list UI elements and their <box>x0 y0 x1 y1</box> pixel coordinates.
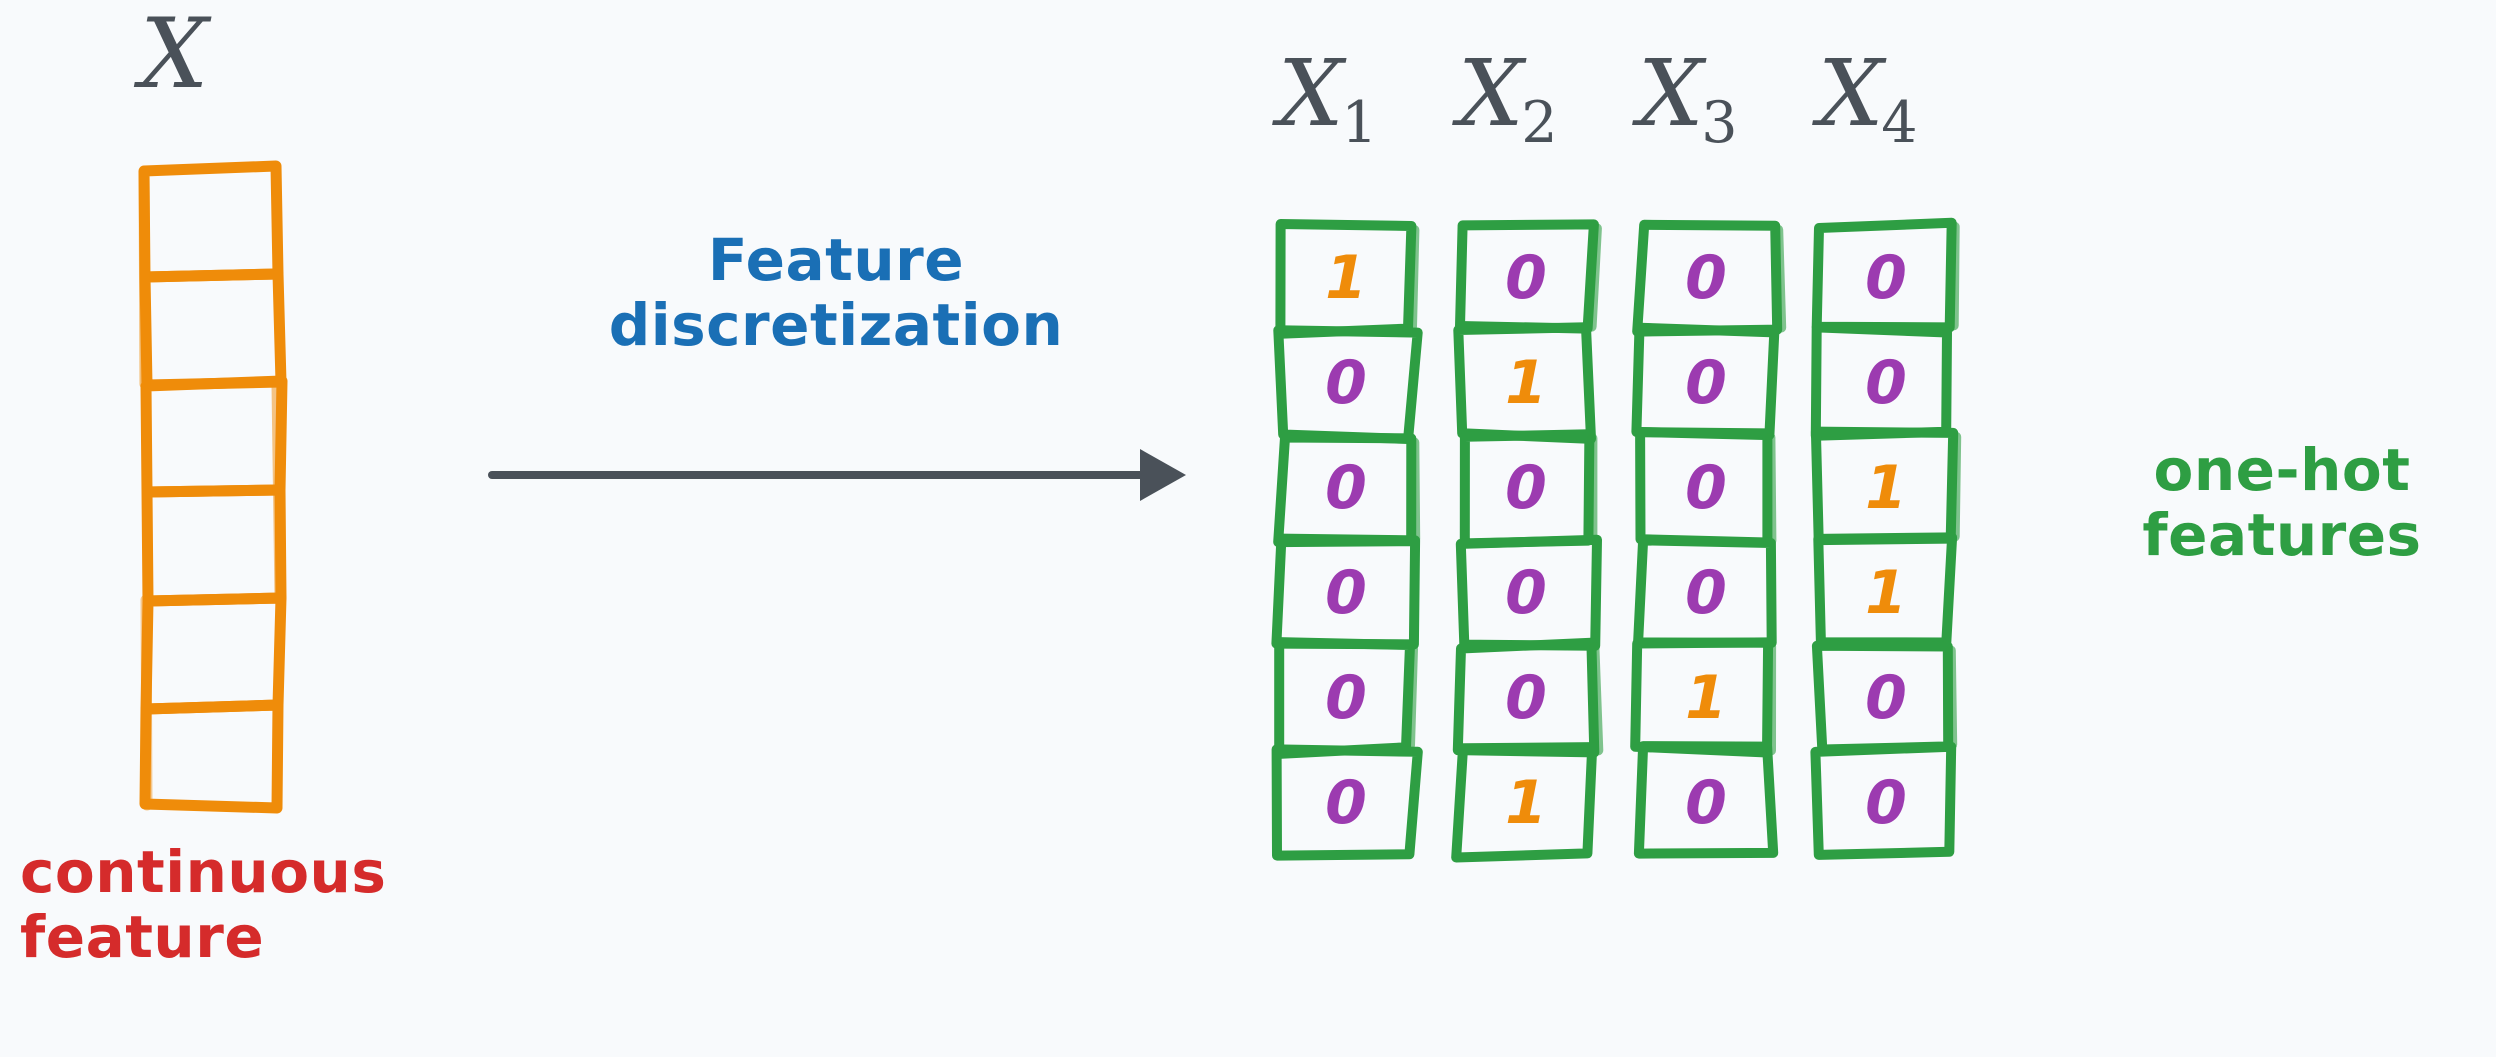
cell-x2-r4: 0 <box>1505 557 1547 628</box>
cell-x4-r1: 0 <box>1865 242 1907 313</box>
one-hot-column-x1: 1 0 0 0 0 0 <box>1266 211 1432 875</box>
feature-discretization-label: Feature discretization <box>608 226 1064 359</box>
result-header-x2-base: X <box>1458 40 1524 147</box>
source-column-header: X <box>140 0 209 110</box>
cell-x3-r3: 0 <box>1685 452 1727 523</box>
column-border-sketch <box>1271 219 1423 861</box>
cell-x3-r5: 1 <box>1685 662 1727 733</box>
cell-x1-r3: 0 <box>1325 452 1367 523</box>
result-header-x4: X4 <box>1818 48 1918 152</box>
cell-x3-r1: 0 <box>1685 242 1727 313</box>
continuous-feature-caption: continuous feature <box>20 838 387 971</box>
cell-x1-r6: 0 <box>1325 767 1367 838</box>
column-border-sketch <box>1451 219 1604 863</box>
arrow-right-icon <box>488 449 1186 501</box>
cell-x4-r2: 0 <box>1865 347 1907 418</box>
cell-x2-r1: 0 <box>1505 242 1547 313</box>
result-header-x1: X1 <box>1278 48 1378 152</box>
cell-x2-r3: 0 <box>1505 452 1547 523</box>
one-hot-column-x4: 0 0 1 1 0 0 <box>1806 211 1972 875</box>
cell-x4-r5: 0 <box>1865 662 1907 733</box>
cell-x2-r5: 0 <box>1505 662 1547 733</box>
cell-x3-r2: 0 <box>1685 347 1727 418</box>
continuous-feature-column <box>138 160 288 814</box>
cell-x1-r1: 1 <box>1325 242 1367 313</box>
result-header-x4-base: X <box>1818 40 1884 147</box>
result-header-x3-base: X <box>1638 40 1704 147</box>
cell-x2-r6: 1 <box>1505 767 1547 838</box>
result-header-x3: X3 <box>1638 48 1738 152</box>
cell-x3-r6: 0 <box>1685 767 1727 838</box>
one-hot-column-x2: 0 1 0 0 0 1 <box>1446 211 1612 875</box>
result-header-x2: X2 <box>1458 48 1558 152</box>
result-header-x4-sub: 4 <box>1881 90 1918 157</box>
result-header-x2-sub: 2 <box>1521 90 1558 157</box>
cell-x1-r4: 0 <box>1325 557 1367 628</box>
one-hot-column-x3: 0 0 0 0 1 0 <box>1626 211 1792 875</box>
column-border-sketch <box>1630 219 1787 859</box>
cell-x1-r5: 0 <box>1325 662 1367 733</box>
cell-x3-r4: 0 <box>1685 557 1727 628</box>
cell-x2-r2: 1 <box>1505 347 1547 418</box>
cell-x1-r2: 0 <box>1325 347 1367 418</box>
cell-x4-r4: 1 <box>1865 557 1907 628</box>
one-hot-matrix: 1 0 0 0 0 0 0 1 0 0 0 1 0 0 0 0 1 0 0 0 1 1 0 0 <box>1270 215 1970 875</box>
one-hot-features-caption: one-hot features <box>2142 436 2422 569</box>
result-header-x1-sub: 1 <box>1341 90 1378 157</box>
cell-x4-r3: 1 <box>1865 452 1907 523</box>
result-header-x1-base: X <box>1278 40 1344 147</box>
cell-x4-r6: 0 <box>1865 767 1907 838</box>
column-border-sketch <box>1810 217 1962 860</box>
result-header-x3-sub: 3 <box>1701 90 1738 157</box>
